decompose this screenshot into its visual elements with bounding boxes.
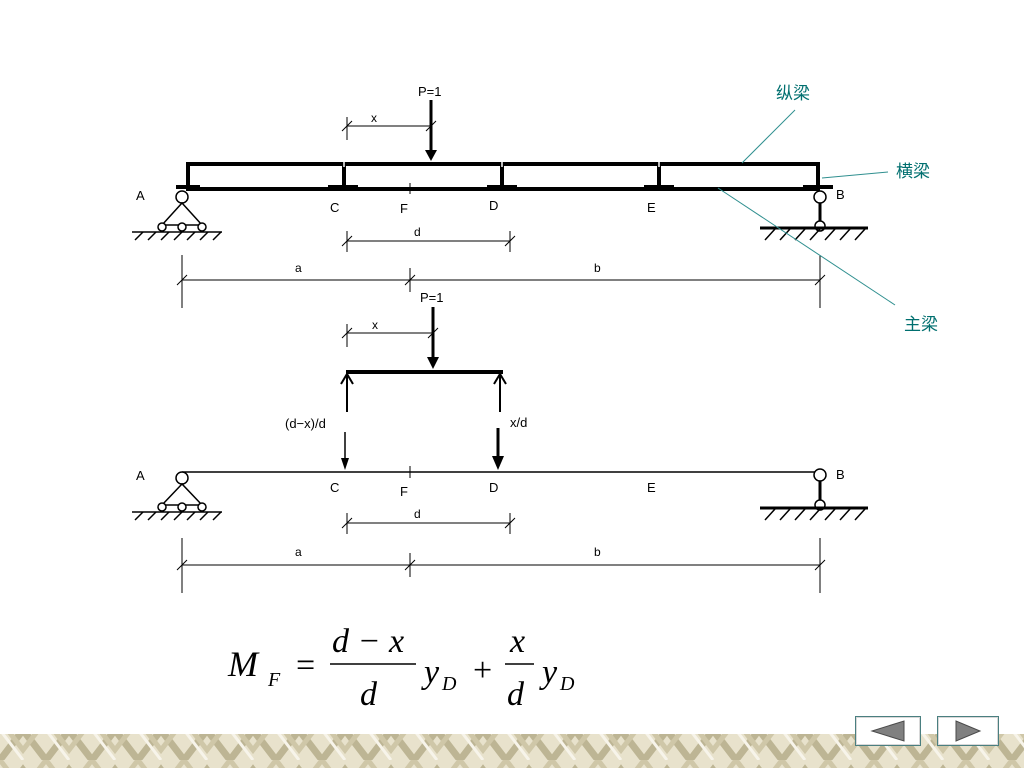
support-a-top	[132, 190, 222, 241]
next-slide-button[interactable]	[937, 716, 999, 746]
point-e-top: E	[647, 200, 656, 215]
formula-mf: M F = d − x d y D + x d y D	[227, 623, 575, 713]
x-dimension-top	[341, 117, 437, 140]
formula-equals: =	[296, 647, 315, 684]
x-label-top: x	[371, 111, 377, 125]
point-d-top: D	[489, 198, 498, 213]
load-label-bottom: P=1	[420, 290, 444, 305]
b-label-top: b	[594, 261, 601, 275]
formula-y2-sub: D	[559, 673, 575, 695]
point-f-top: F	[400, 201, 408, 216]
bottom-diagram: P=1 x (d−x)/d x/d	[132, 290, 868, 593]
point-f-bottom: F	[400, 484, 408, 499]
d-dimension-top	[341, 231, 516, 252]
formula-frac1-den: d	[360, 676, 378, 713]
point-c-top: C	[330, 200, 339, 215]
ab-dimension-top	[176, 255, 826, 308]
formula-y2: y	[539, 654, 558, 691]
formula-lhs: M	[227, 644, 260, 684]
support-b-top	[760, 190, 868, 241]
support-a-label-top: A	[136, 188, 145, 203]
support-a-label-bottom: A	[136, 468, 145, 483]
d-label-top: d	[414, 225, 421, 239]
b-label-bottom: b	[594, 545, 601, 559]
reaction-right-label: x/d	[510, 415, 527, 430]
floor-beam-posts	[176, 162, 833, 191]
previous-slide-button[interactable]	[855, 716, 921, 746]
callout-floor-beam: 横梁	[896, 162, 930, 182]
support-b-bottom	[760, 468, 868, 521]
point-e-bottom: E	[647, 480, 656, 495]
girder-forces	[341, 428, 504, 470]
formula-lhs-sub: F	[267, 669, 281, 691]
x-dimension-bottom	[341, 324, 439, 347]
formula-y1-sub: D	[441, 673, 457, 695]
formula-frac2-num: x	[509, 623, 525, 660]
formula-frac1-num: d − x	[332, 623, 404, 660]
triangle-left-icon	[870, 720, 905, 742]
load-label-top: P=1	[418, 84, 442, 99]
a-label-top: a	[295, 261, 302, 275]
formula-plus: +	[473, 652, 492, 689]
support-a-bottom	[132, 471, 222, 521]
top-diagram: P=1 x	[132, 84, 868, 308]
reaction-left-label: (d−x)/d	[285, 416, 326, 431]
a-label-bottom: a	[295, 545, 302, 559]
x-label-bottom: x	[372, 318, 378, 332]
formula-y1: y	[421, 654, 440, 691]
callout-stringer: 纵梁	[776, 84, 810, 104]
ab-dimension-bottom	[176, 538, 826, 593]
triangle-right-icon	[955, 720, 982, 742]
point-c-bottom: C	[330, 480, 339, 495]
stringer-segment-cd	[346, 370, 503, 374]
point-d-bottom: D	[489, 480, 498, 495]
load-arrow-bottom	[427, 307, 439, 369]
callout-main-girder: 主梁	[904, 315, 938, 335]
support-b-label-top: B	[836, 187, 845, 202]
d-label-bottom: d	[414, 507, 421, 521]
decorative-footer-border	[0, 734, 1024, 768]
formula-frac2-den: d	[507, 676, 525, 713]
d-dimension-bottom	[341, 513, 516, 534]
stringer-reactions	[340, 372, 507, 412]
callouts	[717, 109, 896, 306]
support-b-label-bottom: B	[836, 467, 845, 482]
